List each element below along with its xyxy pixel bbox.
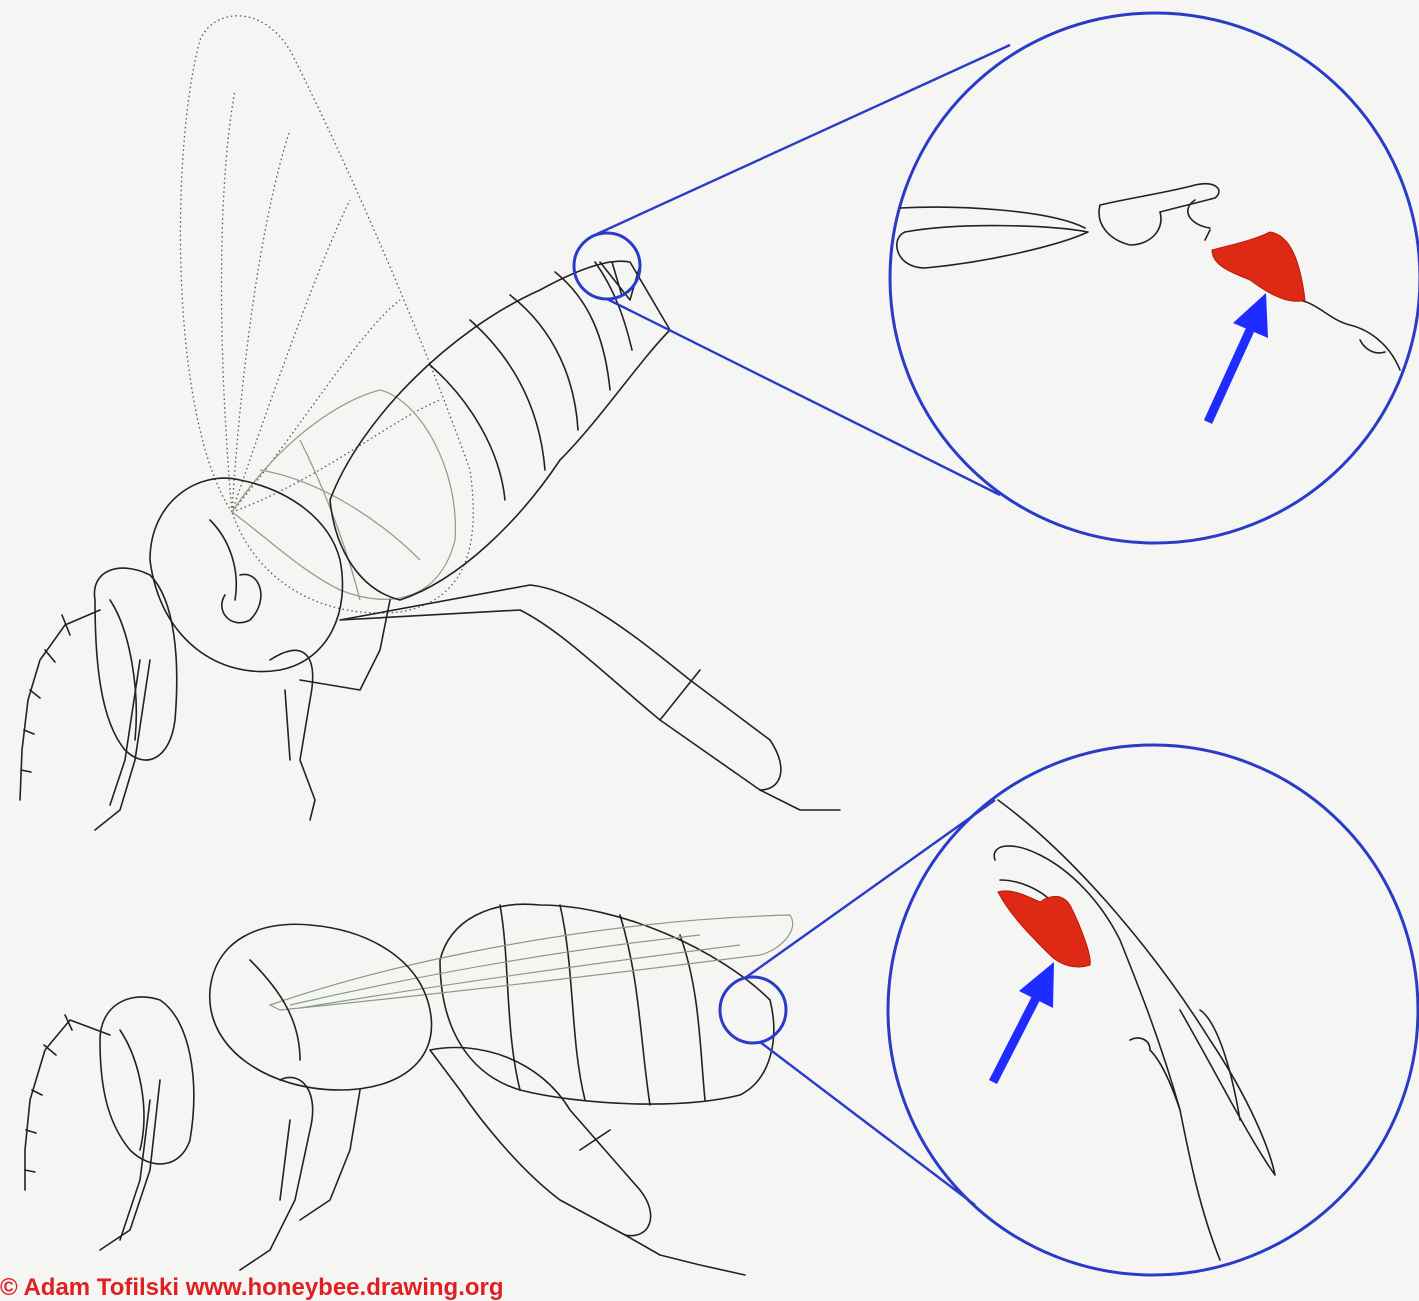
bottom-source-circle: [720, 977, 786, 1043]
top-hindwing: [232, 390, 455, 599]
top-gland: [1212, 232, 1305, 301]
top-front-leg: [95, 660, 150, 830]
top-forewing: [180, 16, 473, 613]
bottom-head: [100, 997, 194, 1164]
bottom-thorax: [210, 924, 432, 1090]
top-arrow: [1208, 330, 1250, 422]
bottom-front-leg: [100, 1080, 160, 1250]
top-bee: [20, 16, 840, 830]
bottom-bee: [25, 904, 793, 1275]
bottom-wing: [270, 915, 793, 1010]
top-zoom-circle: [890, 13, 1419, 543]
bottom-gland: [998, 891, 1090, 967]
top-magnifier: [574, 13, 1419, 543]
bottom-hind-leg: [430, 1048, 651, 1236]
top-abdomen: [330, 261, 670, 600]
credit-text: © Adam Tofilski www.honeybee.drawing.org: [0, 1276, 504, 1300]
bottom-mid-leg: [240, 1077, 313, 1270]
top-antenna: [20, 610, 100, 800]
top-hind-leg: [340, 585, 781, 790]
top-mid-leg: [270, 650, 315, 820]
bottom-abdomen: [440, 904, 774, 1104]
bottom-zoom-circle: [888, 745, 1418, 1275]
bottom-arrow: [993, 998, 1036, 1082]
bottom-antenna: [25, 1020, 110, 1190]
top-source-circle: [574, 233, 640, 299]
bottom-magnifier: [720, 745, 1418, 1275]
